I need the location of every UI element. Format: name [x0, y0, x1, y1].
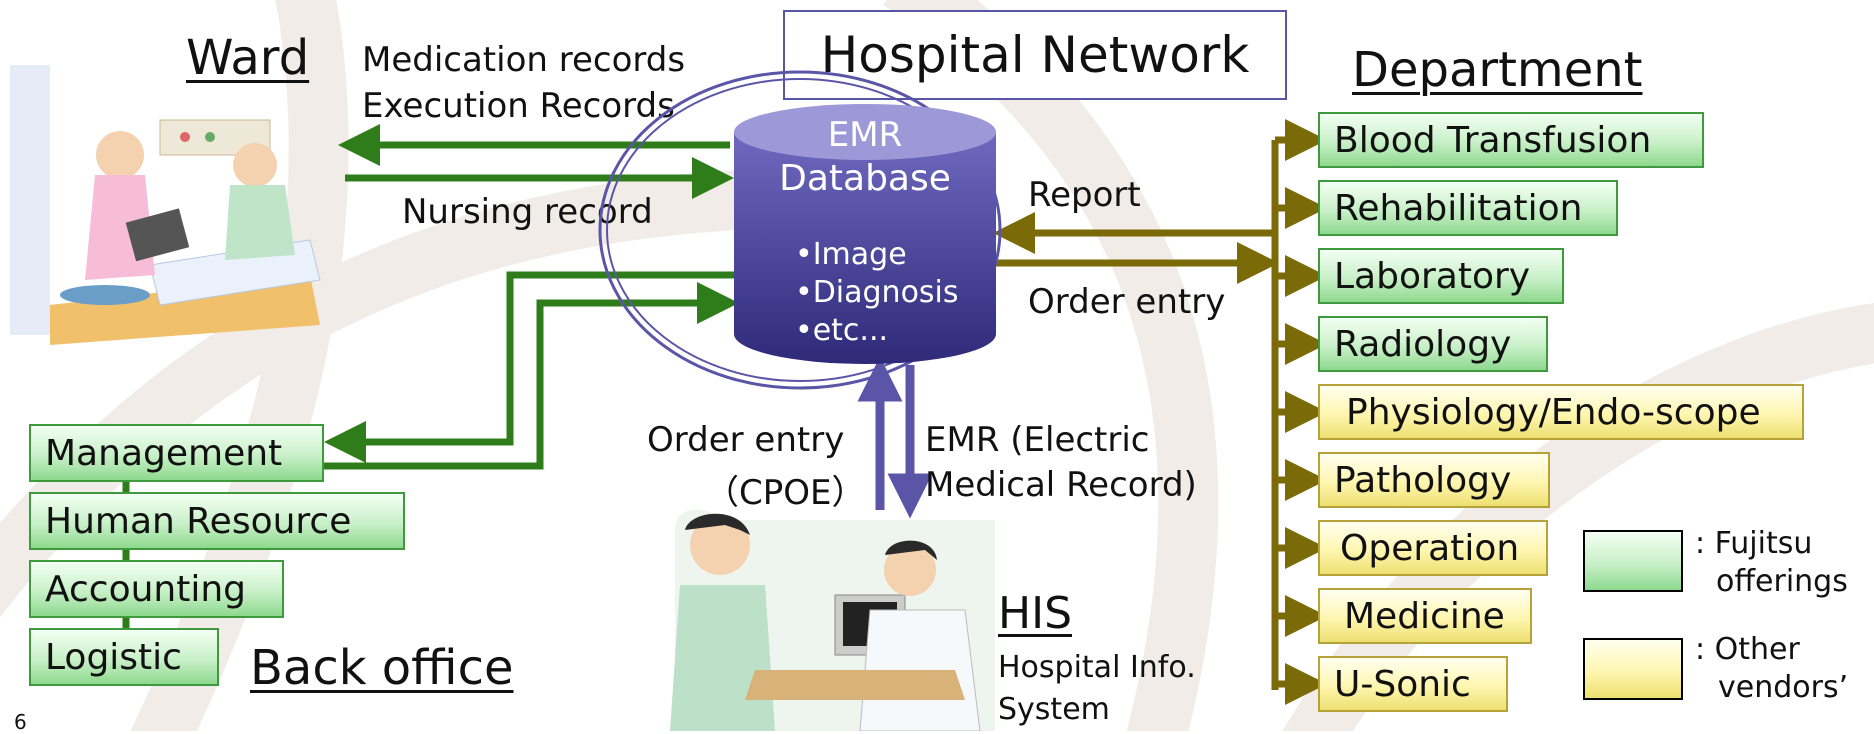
- nurse-patient-illustration: [10, 65, 321, 345]
- department-item-blood-transfusion: Blood Transfusion: [1318, 112, 1704, 168]
- page-title: Hospital Network: [783, 10, 1287, 100]
- legend-fujitsu-label: : Fujitsu: [1695, 526, 1813, 561]
- emr-arrow-label: EMR (Electric: [925, 420, 1150, 460]
- his-heading: HIS: [998, 588, 1072, 639]
- his-subtitle: Hospital Info.: [998, 650, 1196, 685]
- department-item-physiology: Physiology/Endo-scope: [1318, 384, 1804, 440]
- his-subtitle-line2: System: [998, 692, 1110, 727]
- database-item: •etc...: [795, 313, 889, 348]
- back-office-item-human-resource: Human Resource: [29, 492, 405, 550]
- department-item-pathology: Pathology: [1318, 452, 1550, 508]
- cpoe-label-line2: （CPOE）: [705, 473, 866, 513]
- order-entry-label: Order entry: [1028, 282, 1226, 322]
- legend-fujitsu-label-line2: offerings: [1716, 564, 1848, 599]
- report-label: Report: [1028, 175, 1141, 215]
- database-label-line1: EMR: [827, 115, 903, 155]
- legend-swatch-fujitsu: [1583, 530, 1683, 592]
- database-item: •Diagnosis: [795, 275, 959, 310]
- department-item-rehabilitation: Rehabilitation: [1318, 180, 1618, 236]
- department-item-operation: Operation: [1318, 520, 1548, 576]
- database-item: •Image: [795, 237, 907, 272]
- emr-arrow-label-line2: Medical Record): [925, 465, 1197, 505]
- database-cylinder-icon: [734, 104, 996, 364]
- back-office-heading: Back office: [250, 640, 514, 696]
- back-office-item-accounting: Accounting: [29, 560, 284, 618]
- department-heading: Department: [1352, 42, 1643, 98]
- department-item-u-sonic: U-Sonic: [1318, 656, 1508, 712]
- ward-heading: Ward: [186, 30, 310, 86]
- legend-other-label-line2: vendors’: [1718, 670, 1849, 705]
- department-item-radiology: Radiology: [1318, 316, 1548, 372]
- page-number: 6: [14, 710, 27, 734]
- back-office-item-management: Management: [29, 424, 324, 482]
- medication-records-label: Medication records: [362, 40, 686, 80]
- back-office-item-logistic: Logistic: [29, 628, 219, 686]
- department-item-medicine: Medicine: [1318, 588, 1532, 644]
- department-item-laboratory: Laboratory: [1318, 248, 1564, 304]
- doctor-patient-illustration: [670, 509, 995, 731]
- legend-other-label: : Other: [1695, 632, 1800, 667]
- legend-swatch-other: [1583, 638, 1683, 700]
- cpoe-label: Order entry: [647, 420, 845, 460]
- database-label-line2: Database: [779, 158, 951, 199]
- execution-records-label: Execution Records: [362, 86, 675, 126]
